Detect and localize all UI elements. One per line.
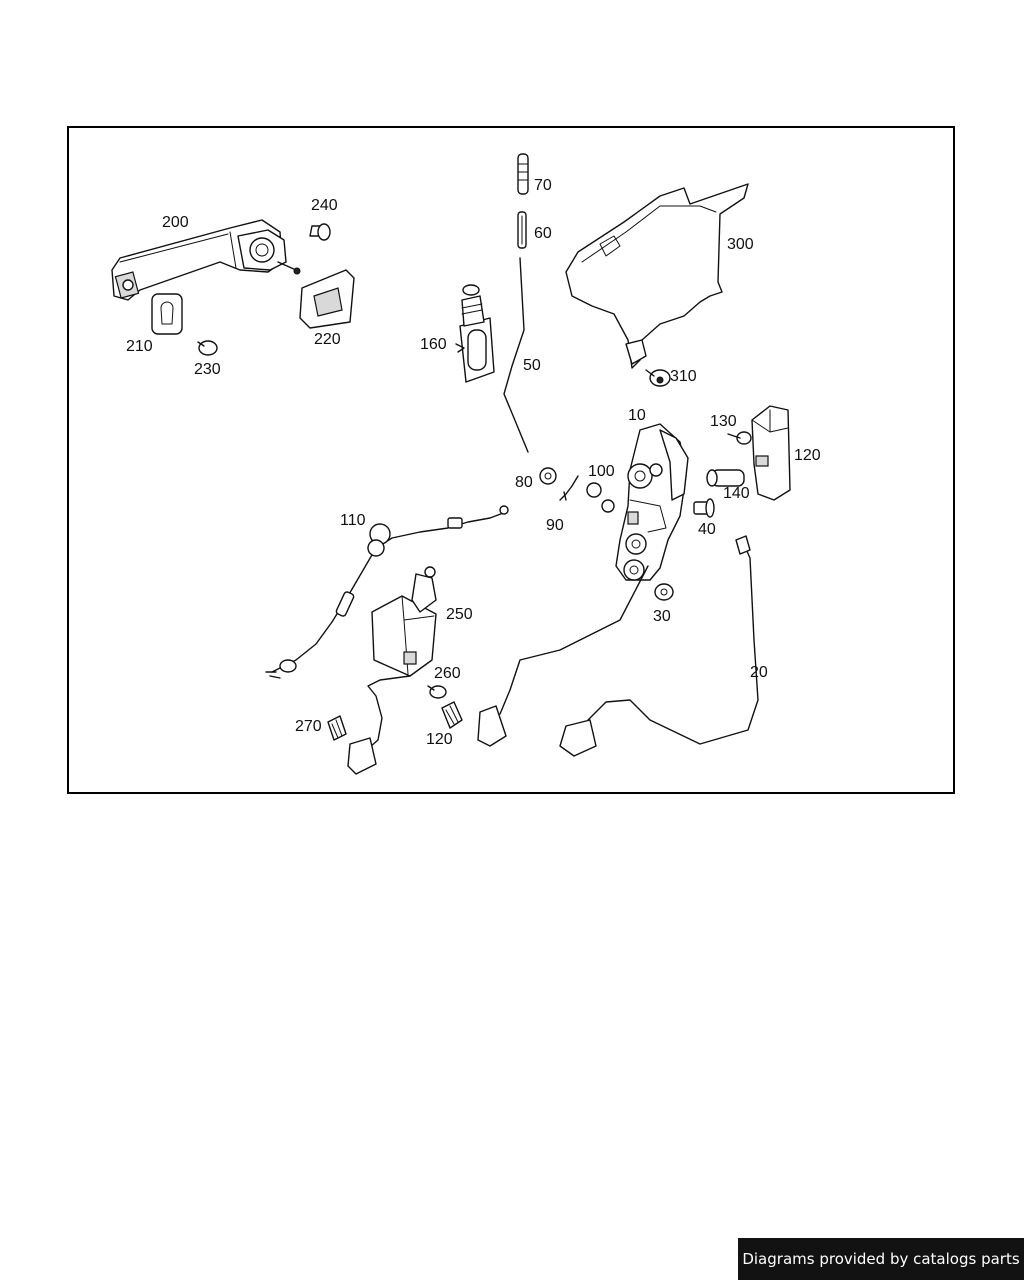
- label-part-130: 120: [794, 447, 821, 464]
- part-100-clip: [586, 482, 615, 513]
- label-part-70: 70: [534, 177, 552, 194]
- part-260-screw: [427, 685, 447, 699]
- label-part-200: 200: [162, 214, 189, 231]
- label-part-120: 120: [426, 731, 453, 748]
- label-part-50: 50: [523, 357, 541, 374]
- part-130-striker: [751, 405, 791, 501]
- label-part-20: 20: [750, 664, 768, 681]
- actuator-connector: [347, 737, 377, 775]
- part-230-screw: [197, 340, 218, 356]
- part-60-clip: [517, 211, 527, 249]
- part-20-wiring-harness: [559, 535, 759, 757]
- label-part-30: 30: [653, 608, 671, 625]
- part-200-door-handle: [111, 219, 301, 301]
- lock-wiring-lead: [499, 565, 649, 715]
- actuator-wiring: [361, 675, 411, 755]
- label-part-240: 240: [311, 197, 338, 214]
- label-part-210: 210: [126, 338, 153, 355]
- part-270-plug: [327, 715, 347, 741]
- label-part-100: 100: [588, 463, 615, 480]
- credit-badge: Diagrams provided by catalogs parts: [738, 1238, 1024, 1280]
- part-120-plug: [441, 701, 463, 729]
- label-part-260: 260: [434, 665, 461, 682]
- label-part-90: 90: [546, 517, 564, 534]
- label-part-160: 160: [420, 336, 447, 353]
- lock-connector: [477, 705, 507, 747]
- part-70-rod-end: [517, 153, 529, 195]
- label-part-150: 130: [710, 413, 737, 430]
- part-50-rod: [503, 257, 529, 453]
- part-90-clip: [559, 475, 579, 501]
- part-220-gasket: [299, 269, 355, 329]
- label-part-140: 140: [723, 485, 750, 502]
- label-part-60: 60: [534, 225, 552, 242]
- part-240-bolt: [309, 223, 331, 241]
- part-140-pin: [706, 469, 745, 487]
- label-part-80: 80: [515, 474, 533, 491]
- part-300-cover: [565, 183, 749, 369]
- label-part-110: 110: [340, 512, 366, 529]
- part-40-bushing: [693, 498, 715, 518]
- part-310-screw: [645, 369, 671, 387]
- label-part-250: 250: [446, 606, 473, 623]
- label-part-300: 300: [727, 236, 754, 253]
- part-80-nut: [539, 467, 557, 485]
- label-part-40: 40: [698, 521, 716, 538]
- label-part-270: 270: [295, 718, 322, 735]
- label-part-10: 10: [628, 407, 646, 424]
- part-210-gasket: [151, 293, 183, 335]
- part-10-door-lock: [615, 423, 689, 581]
- part-30-screw: [654, 583, 674, 601]
- label-part-220: 220: [314, 331, 341, 348]
- label-part-310: 310: [670, 368, 697, 385]
- label-part-230: 230: [194, 361, 221, 378]
- part-110-bowden-cable: [265, 505, 509, 679]
- part-160-lock-cylinder: [455, 284, 495, 383]
- part-250-actuator: [371, 566, 437, 677]
- part-150-screw: [727, 431, 752, 445]
